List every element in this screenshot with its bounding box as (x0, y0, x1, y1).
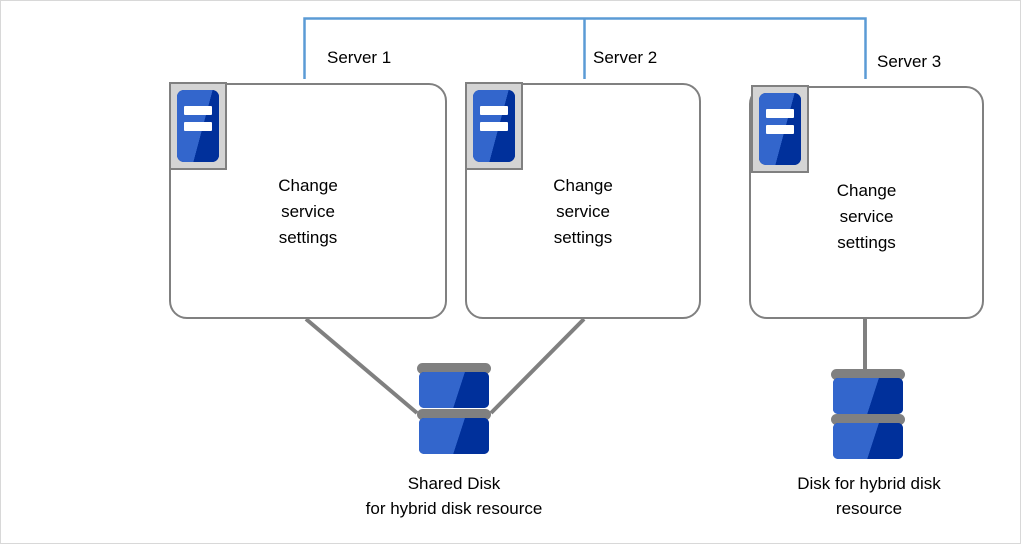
server-icon (751, 85, 809, 173)
server3-disk-caption: Disk for hybrid disk resource (739, 471, 999, 521)
connector-server2-to-shared-disk (489, 317, 586, 415)
shared-disk-caption-line-2: for hybrid disk resource (365, 499, 543, 518)
disk-platter-upper (419, 372, 489, 408)
disk-cap-middle (831, 414, 905, 425)
server3-disk-icon[interactable] (831, 369, 905, 465)
disk-platter-lower (833, 423, 903, 459)
disk-cap-middle (417, 409, 491, 420)
disk-cap-top (417, 363, 491, 374)
server3-disk-caption-line-2: resource (835, 499, 903, 518)
connector-server1-to-shared-disk (304, 317, 419, 415)
shared-disk-caption-line-1: Shared Disk (407, 474, 501, 493)
server-body-line-1: Change (553, 176, 613, 195)
server-body-line-2: service (556, 202, 610, 221)
shared-disk-caption: Shared Disk for hybrid disk resource (301, 471, 607, 521)
server3-disk-caption-line-1: Disk for hybrid disk (797, 474, 941, 493)
server-label-2: Server 2 (593, 48, 658, 67)
server-chip-bar-bottom (184, 122, 212, 131)
disk-platter-gradient (833, 378, 903, 414)
server-chip-bar-bottom (766, 125, 794, 134)
server-label-1: Server 1 (327, 48, 392, 67)
server-chip-bar-top (184, 106, 212, 115)
server-chip-bar-bottom (480, 122, 508, 131)
disk-cap-top (831, 369, 905, 380)
server-body-line-2: service (281, 202, 335, 221)
server-body-line-1: Change (278, 176, 338, 195)
server-chip (473, 90, 515, 162)
server-chip-bar-top (766, 109, 794, 118)
server-body-line-3: settings (837, 233, 896, 252)
server-icon (465, 82, 523, 170)
disk-platter-gradient (419, 418, 489, 454)
disk-platter-gradient (419, 372, 489, 408)
server-body-line-2: service (839, 207, 894, 226)
disk-platter-lower (419, 418, 489, 454)
server-chip (759, 93, 801, 165)
server-box-3[interactable]: Change service settings (749, 86, 984, 319)
server-body-line-3: settings (278, 228, 338, 247)
server-chip (177, 90, 219, 162)
server-icon (169, 82, 227, 170)
server-body-line-3: settings (553, 228, 613, 247)
server-body-line-1: Change (836, 181, 897, 200)
disk-platter-upper (833, 378, 903, 414)
disk-platter-gradient (833, 423, 903, 459)
server-chip-bar-top (480, 106, 508, 115)
server-label-3: Server 3 (877, 52, 942, 71)
shared-disk-icon[interactable] (417, 363, 491, 461)
